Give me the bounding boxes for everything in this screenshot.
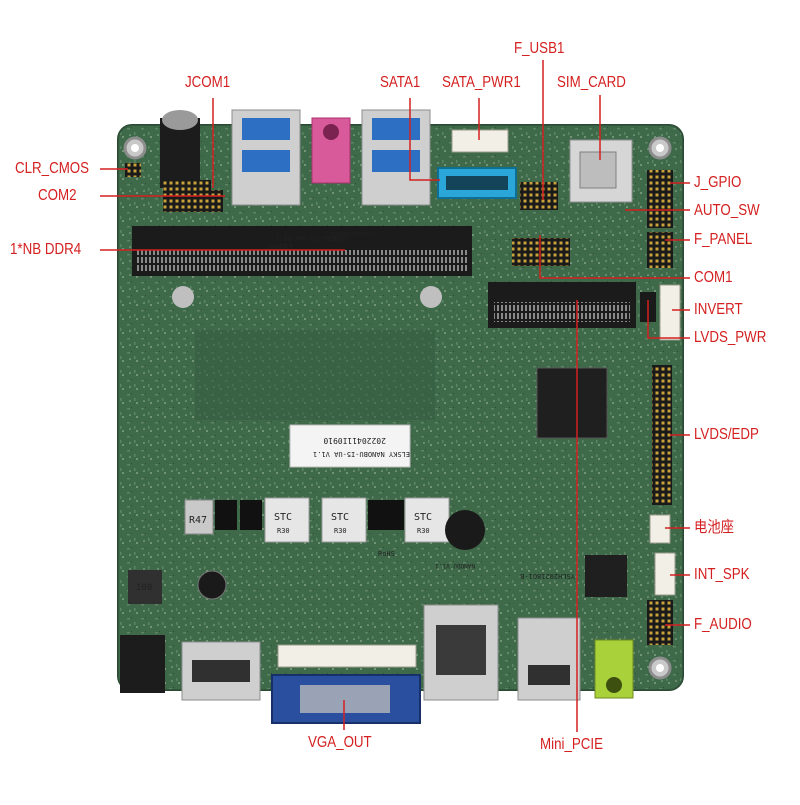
callout-auto-sw: AUTO_SW <box>694 202 760 219</box>
silk-inductor-3-value: R30 <box>417 527 430 535</box>
sim-card-slot <box>569 139 633 203</box>
io-chip <box>536 367 608 439</box>
f-panel-header <box>647 232 673 268</box>
vrm-inductors <box>264 497 450 543</box>
sata-connector <box>437 167 517 199</box>
hdmi-port <box>181 641 261 701</box>
silk-sticker-line1: 20220411I0910 <box>323 436 386 445</box>
f-audio-header <box>647 600 673 645</box>
usb3-port-left <box>231 109 301 206</box>
callout-clr-cmos: CLR_CMOS <box>15 160 90 177</box>
j-gpio-header <box>647 170 673 228</box>
buzzer <box>445 510 485 550</box>
silk-model-top: NANOBU-I5-UA V1.1 <box>275 234 347 242</box>
callout-sata1: SATA1 <box>380 74 421 91</box>
dc-jack <box>160 110 200 188</box>
silk-inductor-2-value: R30 <box>334 527 347 535</box>
cpu-area <box>195 330 435 420</box>
audio-jack-green <box>594 639 634 699</box>
silk-pcb-model: NANODU V1.1 <box>435 562 475 569</box>
silk-coil: 100 <box>136 583 152 593</box>
serial-sticker <box>289 424 411 468</box>
usb-port-bottom <box>517 617 581 701</box>
silk-pcb-code: YSLH2021801-B <box>520 572 575 580</box>
callout-ddr4: 1*NB DDR4 <box>10 241 82 258</box>
audio-chip <box>585 555 627 597</box>
callout-sata-pwr1: SATA_PWR1 <box>442 74 521 91</box>
callout-mini-pcie: Mini_PCIE <box>540 736 603 753</box>
callout-f-panel: F_PANEL <box>694 231 753 248</box>
dc-jack-bottom <box>120 635 165 693</box>
callout-jcom1: JCOM1 <box>185 74 231 91</box>
f-usb1-header <box>520 182 558 210</box>
callout-com1: COM1 <box>694 269 733 286</box>
mini-pcie-slot <box>488 282 636 328</box>
silk-inductor-2: STC <box>331 512 349 523</box>
vga-port <box>271 644 421 724</box>
battery-connector <box>649 514 671 544</box>
audio-jack-pink <box>311 117 351 184</box>
silk-batch: 198H8 <box>267 241 294 251</box>
callout-com2: COM2 <box>38 187 77 204</box>
silk-rohs: RoHS <box>378 550 395 558</box>
int-spk-connector <box>654 552 676 596</box>
coil <box>128 570 162 604</box>
callout-battery: 电池座 <box>694 519 735 536</box>
silk-inductor-1-value: R30 <box>277 527 290 535</box>
lvds-header <box>652 365 672 505</box>
resistor-block <box>184 499 214 535</box>
callout-vga-out: VGA_OUT <box>308 734 372 751</box>
capacitor <box>197 570 227 600</box>
leader-lines <box>100 60 690 732</box>
silk-resistor: R47 <box>189 515 207 526</box>
ddr4-slot <box>132 226 472 308</box>
sata-power-connector <box>451 129 509 153</box>
usb3-port-right <box>361 109 431 206</box>
silk-serial-top: 202202110980032 <box>330 230 375 236</box>
clr-cmos-jumper <box>125 163 141 177</box>
callout-sim-card: SIM_CARD <box>557 74 626 91</box>
callout-invert: INVERT <box>694 301 743 318</box>
silk-sticker-line2: ELSKY NANOBU-I5-UA V1.1 <box>313 450 410 458</box>
callout-j-gpio: J_GPIO <box>694 174 742 191</box>
com2-header <box>165 190 223 212</box>
callout-int-spk: INT_SPK <box>694 566 750 583</box>
mosfets <box>215 500 404 530</box>
silk-inductor-3: STC <box>414 512 432 523</box>
callout-lvds-edp: LVDS/EDP <box>694 426 759 443</box>
lan-port <box>423 604 499 701</box>
callout-lvds-pwr: LVDS_PWR <box>694 329 767 346</box>
callout-f-usb1: F_USB1 <box>514 40 565 57</box>
silk-inductor-1: STC <box>274 512 292 523</box>
callout-f-audio: F_AUDIO <box>694 616 752 633</box>
invert-connector <box>659 284 681 341</box>
com1-header <box>512 238 570 266</box>
